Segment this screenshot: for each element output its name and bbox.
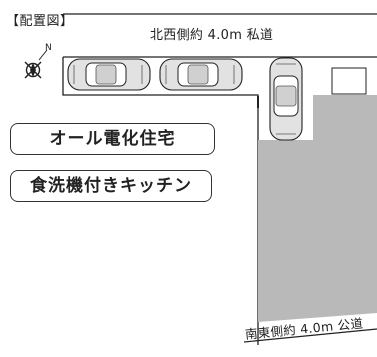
entrance-porch (331, 67, 367, 95)
badge-dishwasher-kitchen: 食洗機付きキッチン (10, 170, 212, 202)
compass-icon: N (24, 43, 52, 79)
north-road-label: 北西側約 4.0m 私道 (150, 28, 274, 43)
compass-north-label: N (45, 43, 52, 53)
parked-car-2 (159, 58, 243, 91)
house-footprint (258, 95, 377, 322)
parked-car-3 (269, 57, 303, 141)
parked-car-1 (67, 58, 151, 91)
plan-title: 【配置図】 (6, 14, 74, 29)
badge-all-electric: オール電化住宅 (10, 123, 215, 155)
south-road-edge (243, 328, 377, 343)
